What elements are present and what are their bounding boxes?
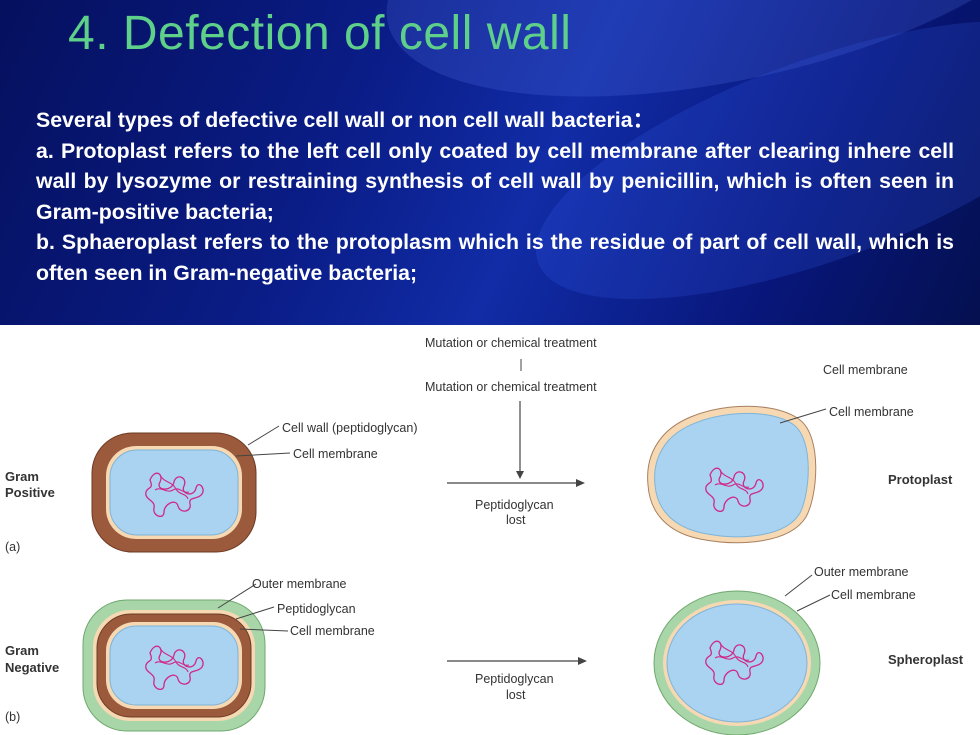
slide-body: Several types of defective cell wall or …: [36, 105, 954, 288]
callout-line: [217, 583, 257, 609]
vertical-arrow-head: [516, 471, 524, 479]
cytoplasm: [109, 625, 239, 706]
callout-line: [247, 425, 280, 446]
result-membrane-label-a: Cell membrane: [829, 405, 914, 419]
point-b-text: b. Sphaeroplast refers to the protoplasm…: [36, 230, 954, 285]
result-membrane-label-b: Cell membrane: [831, 588, 916, 602]
arrow-label-b-2: lost: [506, 688, 526, 702]
dna-strands: [154, 474, 190, 500]
callout-line: [796, 594, 831, 612]
arrow-head: [578, 657, 587, 665]
gram-negative-label-1: Gram: [5, 643, 39, 658]
callout-line: [784, 574, 813, 597]
slide-title: 4. Defection of cell wall: [68, 7, 572, 60]
spheroplast-cytoplasm: [666, 603, 808, 723]
panel-b-letter: (b): [5, 710, 20, 724]
dna-strands: [154, 647, 190, 673]
callout-line: [779, 408, 827, 424]
point-a-text: a. Protoplast refers to the left cell on…: [36, 138, 954, 224]
gram-positive-label-1: Gram: [5, 469, 39, 484]
peptidoglycan-label: Peptidoglycan: [277, 602, 356, 616]
gram-positive-label-2: Positive: [5, 485, 55, 500]
top-label-1: Mutation or chemical treatment: [425, 336, 597, 350]
protoplast-label: Protoplast: [888, 472, 953, 487]
dna-strands: [714, 469, 750, 495]
dna-icon: [705, 467, 764, 512]
gram-negative-label-2: Negative: [5, 660, 59, 675]
callout-line: [239, 628, 289, 632]
top-label-2: Mutation or chemical treatment: [425, 380, 597, 394]
dna-icon: [705, 640, 764, 685]
cut-mask: [815, 375, 975, 381]
intro-text: Several types of defective cell wall or …: [36, 108, 654, 132]
dna-icon: [145, 645, 204, 690]
dna-icon: [145, 472, 204, 517]
cut-label: Cell membrane: [823, 363, 908, 377]
cell-membrane-label-b: Cell membrane: [290, 624, 375, 638]
slide-background: [0, 0, 980, 325]
cell-membrane-label-a: Cell membrane: [293, 447, 378, 461]
arrow-label-b-1: Peptidoglycan: [475, 672, 554, 686]
dna-strands: [714, 642, 750, 668]
callout-line: [235, 606, 275, 620]
arrow-label-a-2: lost: [506, 513, 526, 527]
protoplast-cytoplasm: [654, 412, 809, 538]
figure-drawing: Mutation or chemical treatment Mutation …: [5, 336, 975, 735]
callout-line: [235, 452, 291, 457]
cytoplasm: [109, 449, 239, 536]
result-outer-membrane-label: Outer membrane: [814, 565, 909, 579]
spheroplast-label: Spheroplast: [888, 652, 964, 667]
cell-wall-figure: Mutation or chemical treatment Mutation …: [0, 325, 980, 735]
panel-a-letter: (a): [5, 540, 20, 554]
cell-wall-label: Cell wall (peptidoglycan): [282, 421, 417, 435]
arrow-label-a-1: Peptidoglycan: [475, 498, 554, 512]
arrow-head: [576, 479, 585, 487]
outer-membrane-label: Outer membrane: [252, 577, 347, 591]
